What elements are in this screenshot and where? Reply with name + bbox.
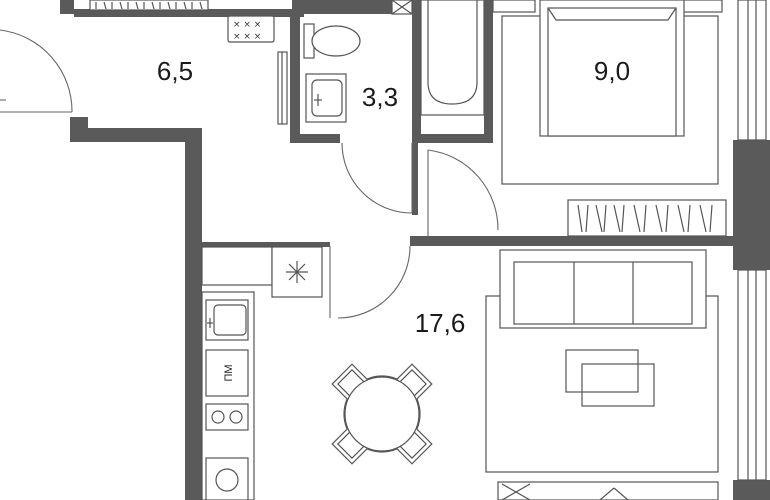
wall-bath-tub-bottom — [412, 134, 493, 143]
tv-stand — [497, 481, 719, 500]
living-door-swing — [337, 245, 411, 319]
wall-bath-right — [412, 0, 421, 143]
svg-text:× × ×: × × × — [233, 32, 261, 42]
walls — [60, 0, 770, 500]
bedroom-area-label: 9,0 — [594, 56, 630, 86]
bathroom-door-swing — [341, 142, 413, 214]
hall-wardrobe — [89, 0, 209, 11]
wardrobe-hangers — [95, 1, 203, 10]
washing-machine — [205, 457, 249, 500]
wall-top-bath — [304, 0, 392, 14]
bed-blanket-fold — [547, 7, 677, 21]
dishwasher-label: ПМ — [223, 364, 235, 381]
wall-right-exterior — [733, 140, 770, 270]
svg-text:× × ×: × × × — [233, 20, 261, 30]
sofa-seat — [513, 261, 693, 325]
bathroom-fixtures — [277, 0, 485, 214]
electrical-panel — [227, 15, 275, 43]
wall-hall-bottom — [70, 128, 200, 142]
coffee-table-front — [581, 363, 655, 407]
panel-marks: × × × × × × — [233, 20, 261, 42]
stove-burner-right — [229, 410, 243, 424]
window-bedroom — [737, 0, 767, 141]
coffee-table-back — [565, 349, 639, 393]
wall-bath-left — [290, 12, 300, 142]
bath-sink-basin — [311, 79, 343, 117]
bathtub — [420, 0, 485, 116]
windows — [737, 0, 767, 481]
wall-top-left — [60, 0, 74, 14]
room-labels: 6,5 3,3 9,0 17,6 — [157, 56, 630, 338]
washing-machine-drum — [215, 468, 239, 492]
hallway-fixtures: × × × × × × — [0, 0, 275, 113]
bedroom-wardrobe-hangers — [577, 204, 713, 233]
wall-bath-bottom — [290, 134, 340, 143]
bathtub-inner — [427, 0, 478, 105]
wall-top-hall — [74, 9, 304, 17]
ventilation-star-icon — [286, 261, 308, 283]
fridge — [201, 246, 273, 286]
wall-top-bath-left — [292, 0, 304, 14]
bedroom-shelf-left — [492, 0, 536, 13]
dishwasher — [205, 349, 249, 397]
bed-mattress — [547, 7, 677, 137]
window-living — [737, 269, 767, 481]
bathroom-area-label: 3,3 — [362, 82, 398, 112]
wall-left-main — [185, 128, 202, 500]
bedroom-shelf-right — [679, 0, 723, 13]
living-kitchen-fixtures: ПМ — [201, 245, 719, 500]
wall-tub-bath-right — [484, 0, 493, 143]
dining-table-top — [344, 376, 420, 452]
living-kitchen-area-label: 17,6 — [415, 308, 466, 338]
bedroom-door-swing — [427, 149, 499, 231]
kitchen-sink-basin — [213, 304, 247, 336]
wall-living-top-left — [200, 242, 330, 247]
stove-burner-left — [211, 410, 225, 424]
wall-living-top — [410, 236, 735, 246]
wall-corridor-right — [412, 143, 418, 215]
entrance-door-swing — [0, 29, 73, 113]
bedroom-fixtures — [427, 0, 727, 237]
hallway-area-label: 6,5 — [157, 56, 193, 86]
wall-right-exterior-bottom — [733, 480, 770, 500]
stove — [205, 403, 249, 431]
toilet-bowl — [311, 25, 361, 57]
